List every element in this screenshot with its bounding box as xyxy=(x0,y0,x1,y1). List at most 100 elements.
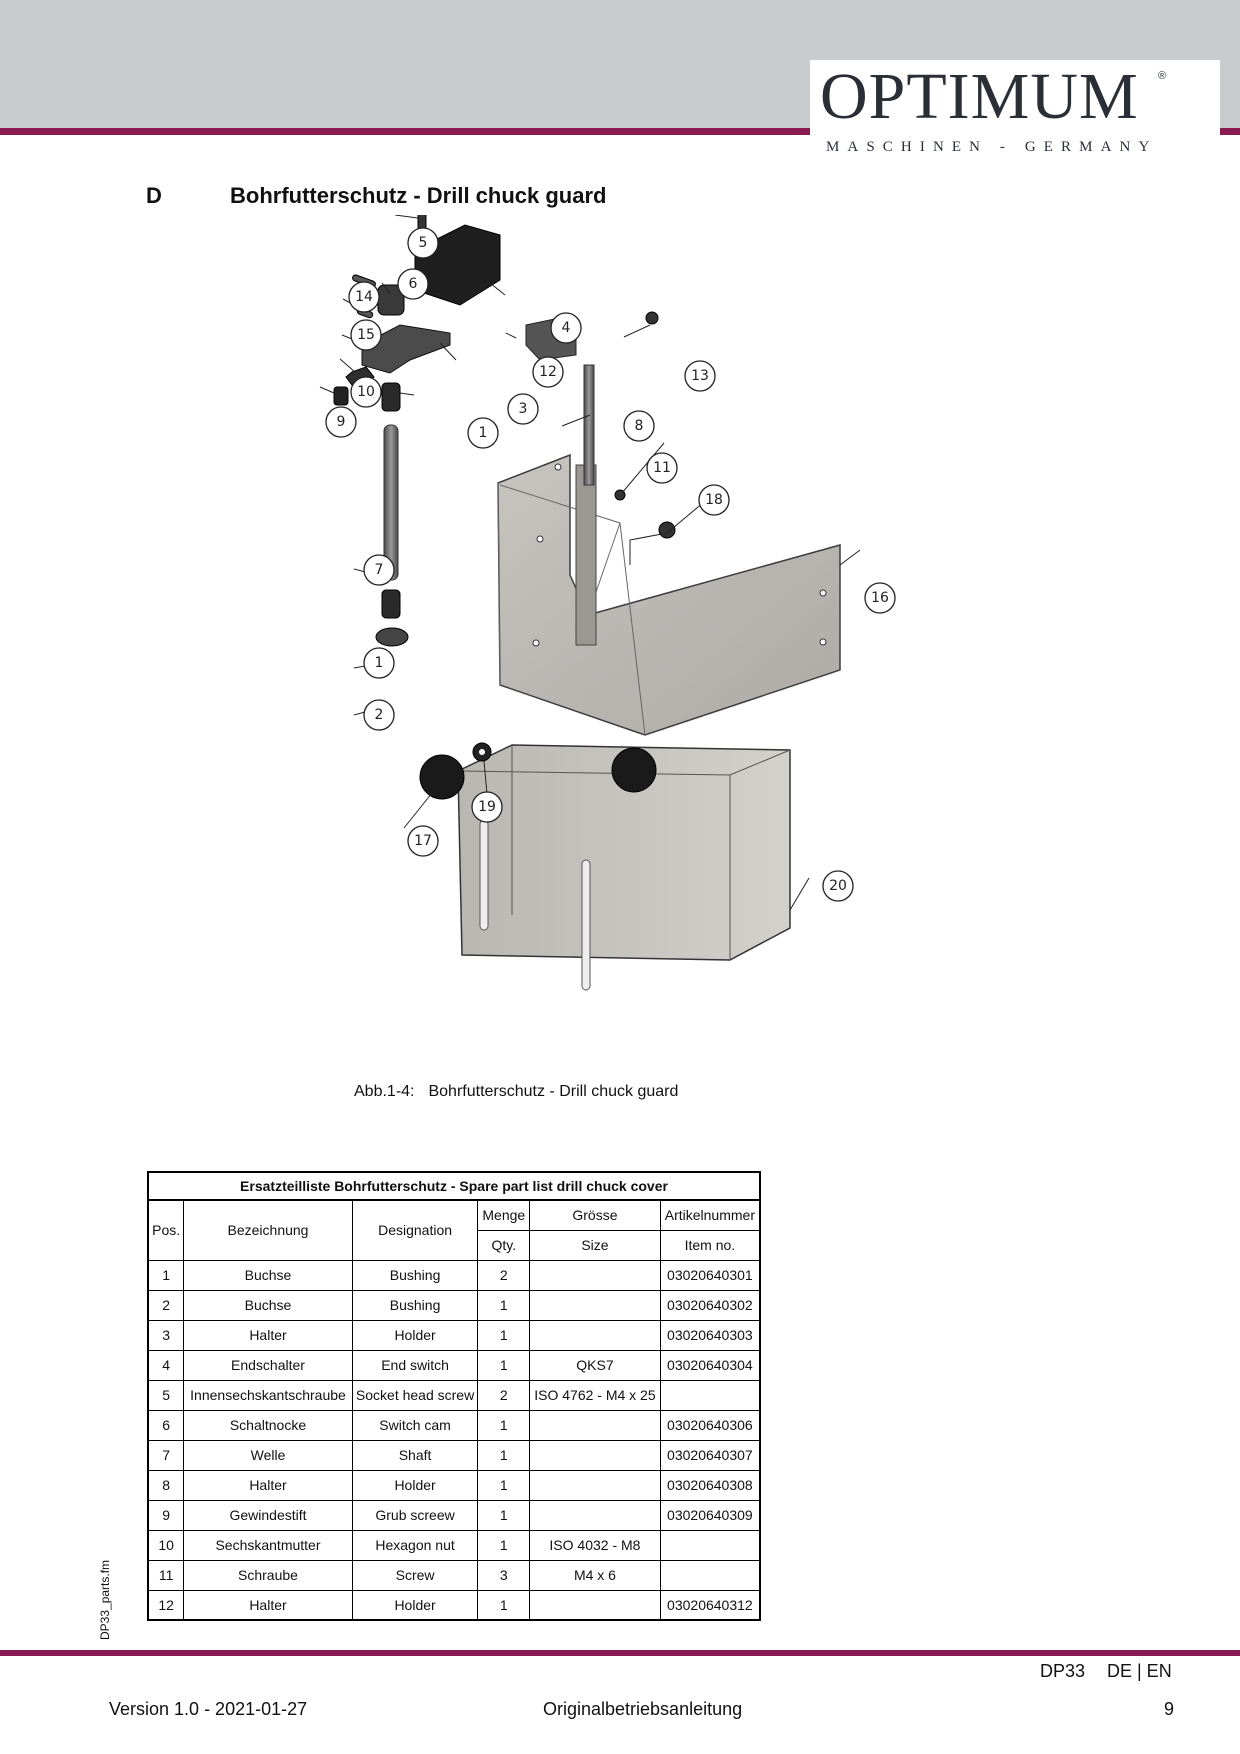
page-number: 9 xyxy=(1164,1699,1175,1719)
cell-size: M4 x 6 xyxy=(529,1559,661,1591)
cell-size: ISO 4032 - M8 xyxy=(529,1529,661,1561)
svg-text:15: 15 xyxy=(357,327,375,343)
cell-pos: 1 xyxy=(147,1259,185,1291)
cell-item-no xyxy=(659,1379,761,1411)
callout-6: 6 xyxy=(397,268,429,300)
svg-text:20: 20 xyxy=(829,878,847,894)
cell-pos: 7 xyxy=(147,1439,185,1471)
bushing-part xyxy=(381,382,401,412)
callout-4: 4 xyxy=(550,312,582,344)
header-menge: Menge xyxy=(477,1199,531,1231)
cell-item-no: 03020640309 xyxy=(659,1499,761,1531)
cell-bezeichnung: Innensechskantschraube xyxy=(183,1379,353,1411)
callout-17: 17 xyxy=(407,825,439,857)
lower-guard-part xyxy=(457,744,791,991)
figure-caption: Abb.1-4:Bohrfutterschutz - Drill chuck g… xyxy=(354,1083,678,1101)
cell-pos: 4 xyxy=(147,1349,185,1381)
source-file-label: DP33_parts.fm xyxy=(98,1559,112,1640)
cell-designation: Screw xyxy=(351,1559,479,1591)
callout-15: 15 xyxy=(350,319,382,351)
caption-label: Abb.1-4: xyxy=(354,1083,415,1100)
brand-subtitle: MASCHINEN - GERMANY xyxy=(826,139,1158,155)
cell-qty: 1 xyxy=(477,1409,531,1441)
header-groesse: Grösse xyxy=(529,1199,661,1231)
header-artikel: Artikelnummer xyxy=(659,1199,761,1231)
callout-3: 3 xyxy=(507,393,539,425)
cell-pos: 8 xyxy=(147,1469,185,1501)
washer-hole xyxy=(479,749,485,755)
callout-12: 12 xyxy=(532,356,564,388)
leader-lines xyxy=(319,215,861,911)
bushing-ring-part xyxy=(375,627,409,647)
svg-text:3: 3 xyxy=(519,401,528,417)
svg-text:12: 12 xyxy=(539,364,557,380)
cell-size xyxy=(529,1289,661,1321)
header-designation: Designation xyxy=(351,1199,479,1261)
cell-pos: 3 xyxy=(147,1319,185,1351)
shaft-holder-part xyxy=(583,364,595,486)
cell-item-no: 03020640312 xyxy=(659,1589,761,1621)
footer-document-type: Originalbetriebsanleitung xyxy=(543,1699,743,1719)
clamp-knob-part xyxy=(419,754,465,800)
callout-20: 20 xyxy=(822,870,854,902)
cell-pos: 9 xyxy=(147,1499,185,1531)
cell-qty: 1 xyxy=(477,1349,531,1381)
cell-item-no: 03020640306 xyxy=(659,1409,761,1441)
table-header-row-2: Qty. Size Item no. xyxy=(148,1229,761,1261)
screw-part xyxy=(658,521,676,539)
footer-language: DE | EN xyxy=(1107,1661,1172,1681)
cell-designation: Bushing xyxy=(351,1259,479,1291)
cell-item-no xyxy=(659,1529,761,1561)
cell-item-no xyxy=(659,1559,761,1591)
cell-bezeichnung: Endschalter xyxy=(183,1349,353,1381)
cell-designation: Grub screew xyxy=(351,1499,479,1531)
callout-13: 13 xyxy=(684,360,716,392)
cell-qty: 1 xyxy=(477,1499,531,1531)
svg-text:6: 6 xyxy=(409,276,418,292)
svg-text:1: 1 xyxy=(375,655,384,671)
cell-designation: Hexagon nut xyxy=(351,1529,479,1561)
cell-designation: Switch cam xyxy=(351,1409,479,1441)
cell-size xyxy=(529,1469,661,1501)
svg-text:13: 13 xyxy=(691,368,709,384)
cell-size xyxy=(529,1409,661,1441)
upper-guard-part xyxy=(497,453,841,736)
cell-item-no: 03020640307 xyxy=(659,1439,761,1471)
cell-qty: 1 xyxy=(477,1589,531,1621)
cell-size: ISO 4762 - M4 x 25 xyxy=(529,1379,661,1411)
brand-background xyxy=(810,60,1220,170)
cell-qty: 2 xyxy=(477,1379,531,1411)
cell-qty: 1 xyxy=(477,1289,531,1321)
cell-bezeichnung: Buchse xyxy=(183,1289,353,1321)
cell-designation: Socket head screw xyxy=(351,1379,479,1411)
cell-bezeichnung: Halter xyxy=(183,1469,353,1501)
svg-text:14: 14 xyxy=(355,289,373,305)
cell-designation: Bushing xyxy=(351,1289,479,1321)
svg-text:2: 2 xyxy=(375,707,384,723)
table-title-row: Ersatzteilliste Bohrfutterschutz - Spare… xyxy=(147,1171,761,1201)
cell-pos: 12 xyxy=(147,1589,185,1621)
footer-model: DP33 xyxy=(1040,1661,1086,1681)
cell-bezeichnung: Schraube xyxy=(183,1559,353,1591)
cell-pos: 2 xyxy=(147,1289,185,1321)
cell-pos: 5 xyxy=(147,1379,185,1411)
section-letter: D xyxy=(146,183,162,208)
bushing-part xyxy=(381,589,401,619)
header-pos: Pos. xyxy=(147,1199,185,1261)
cell-item-no: 03020640303 xyxy=(659,1319,761,1351)
callout-1: 1 xyxy=(467,417,499,449)
section-title: Bohrfutterschutz - Drill chuck guard xyxy=(230,183,607,208)
svg-text:7: 7 xyxy=(375,562,384,578)
cell-designation: Holder xyxy=(351,1589,479,1621)
cell-qty: 2 xyxy=(477,1259,531,1291)
callout-10: 10 xyxy=(350,376,382,408)
cell-pos: 6 xyxy=(147,1409,185,1441)
callout-1-lower: 1 xyxy=(363,647,395,679)
svg-text:11: 11 xyxy=(653,460,671,476)
